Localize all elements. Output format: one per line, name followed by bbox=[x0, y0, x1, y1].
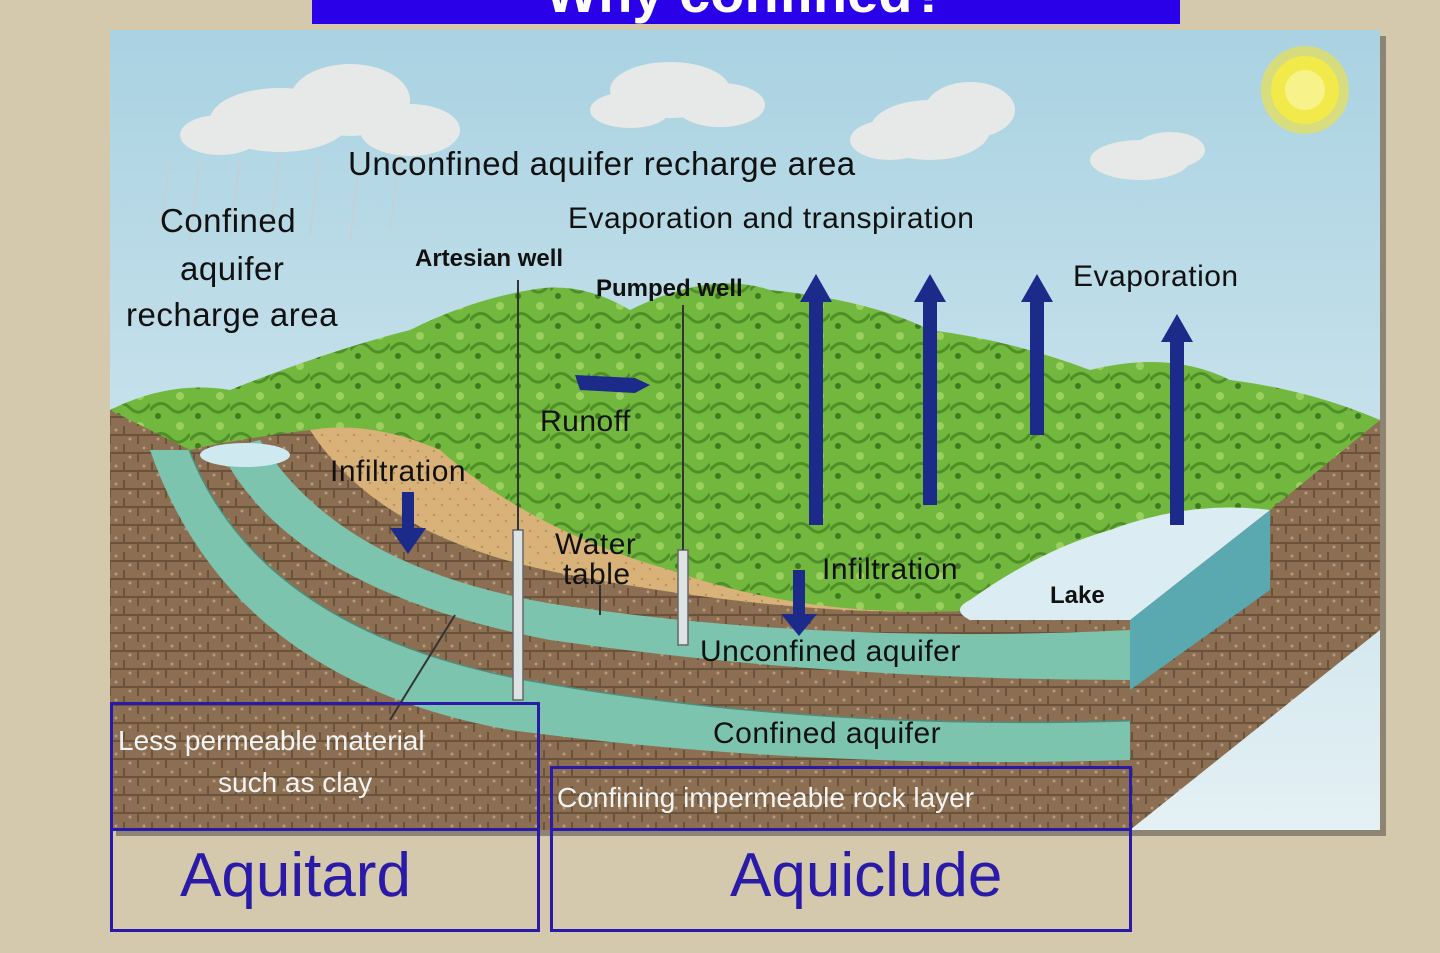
artesian-well bbox=[512, 529, 524, 701]
confining-layer-label: Confining impermeable rock layer bbox=[557, 782, 975, 813]
cloud-icon bbox=[180, 64, 460, 156]
evapotranspiration-arrow-icon bbox=[914, 274, 946, 505]
artesian-well-label: Artesian well bbox=[415, 245, 564, 272]
lake-surface bbox=[960, 507, 1270, 620]
confined-recharge-label-3: recharge area bbox=[126, 296, 338, 333]
evapotranspiration-arrow-icon bbox=[800, 274, 832, 525]
infiltration-left-label: Infiltration bbox=[330, 455, 467, 488]
unconfined-aquifer-band bbox=[220, 440, 1130, 680]
cloud-icon bbox=[850, 82, 1015, 160]
cloud-icon bbox=[590, 62, 765, 128]
lake-side-face bbox=[1130, 510, 1270, 690]
water-table-label-1: Water bbox=[555, 528, 637, 561]
rain-icon bbox=[159, 154, 401, 241]
pumped-well-label: Pumped well bbox=[596, 275, 743, 302]
hills bbox=[110, 283, 1380, 612]
title-banner: Why confined? bbox=[312, 0, 1180, 24]
clay-layer bbox=[190, 450, 1130, 722]
aquitard-label: Aquitard bbox=[180, 841, 411, 910]
infiltration-arrow-icon bbox=[781, 570, 817, 636]
less-permeable-label-1: Less permeable material bbox=[118, 725, 425, 756]
runoff-arrow-icon bbox=[575, 375, 650, 393]
evaporation-arrow-icon bbox=[1161, 314, 1193, 525]
unconfined-recharge-label: Unconfined aquifer recharge area bbox=[348, 145, 856, 182]
confined-recharge-label-2: aquifer bbox=[180, 250, 285, 287]
less-permeable-label-2: such as clay bbox=[218, 767, 373, 798]
evaporation-label: Evaporation bbox=[1073, 260, 1239, 293]
diagram-art bbox=[110, 30, 1380, 830]
pumped-well bbox=[677, 549, 689, 646]
aquifer-diagram: Unconfined aquifer recharge area Confine… bbox=[110, 30, 1380, 830]
page-title: Why confined? bbox=[312, 0, 1180, 24]
block-side-face bbox=[1130, 420, 1380, 830]
aquiclude-label: Aquiclude bbox=[730, 841, 1003, 910]
confined-aquifer-band bbox=[150, 450, 1130, 762]
infiltration-arrow-icon bbox=[390, 492, 426, 554]
runoff-label: Runoff bbox=[540, 405, 631, 438]
evap-transpiration-label: Evaporation and transpiration bbox=[568, 202, 975, 235]
cloud-icon bbox=[1090, 132, 1205, 180]
infiltration-right-label: Infiltration bbox=[822, 553, 959, 586]
lake-label: Lake bbox=[1050, 582, 1105, 609]
confined-recharge-label-1: Confined bbox=[160, 202, 297, 239]
confined-aquifer-label: Confined aquifer bbox=[713, 717, 942, 750]
aquiclude-label-box bbox=[550, 828, 1132, 932]
aquitard-label-box bbox=[110, 828, 540, 932]
unconfined-aquifer-label: Unconfined aquifer bbox=[700, 635, 961, 668]
evapotranspiration-arrow-icon bbox=[1021, 274, 1053, 435]
sun-icon bbox=[1261, 46, 1349, 134]
recharge-pond bbox=[200, 443, 290, 467]
water-table-label-2: table bbox=[563, 558, 631, 591]
